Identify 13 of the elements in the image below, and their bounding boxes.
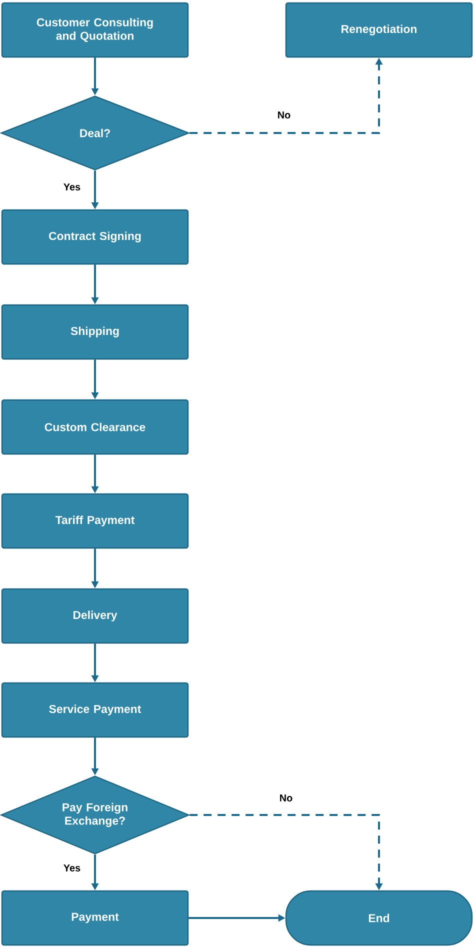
process-box: Shipping [1, 304, 189, 360]
process-box: Tariff Payment [1, 493, 189, 549]
process-box: Payment [1, 890, 189, 946]
edge-label: No [278, 794, 294, 802]
process-box: Custom Clearance [1, 399, 189, 455]
process-box: Renegotiation [285, 2, 473, 58]
edge-label: Yes [62, 864, 82, 872]
process-box: Delivery [1, 588, 189, 644]
edge-label: No [276, 110, 292, 120]
process-box: Service Payment [1, 682, 189, 738]
edge-label: Yes [62, 182, 82, 192]
process-box: Contract Signing [1, 209, 189, 265]
process-box: Customer Consulting and Quotation [1, 2, 189, 58]
